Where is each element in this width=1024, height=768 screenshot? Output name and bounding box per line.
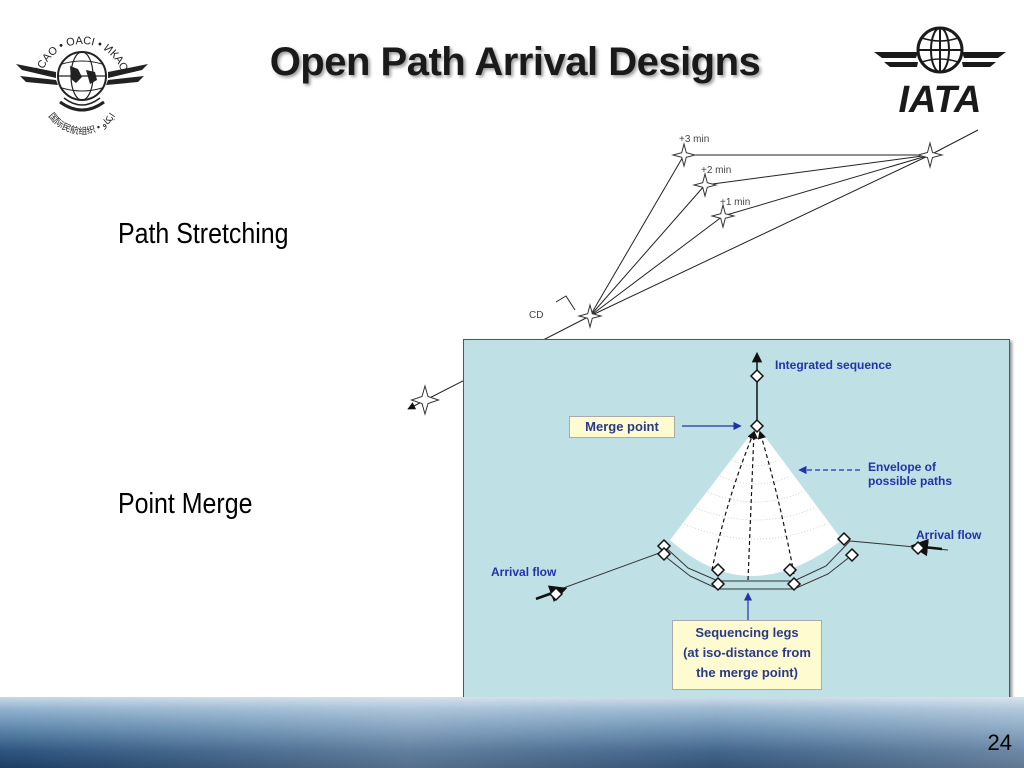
stretch-2-leg-a (704, 154, 931, 186)
bullet-point-merge: Point Merge (118, 488, 253, 520)
waypoint-star-cd (577, 303, 603, 329)
label-arrival-flow-left: Arrival flow (491, 565, 557, 579)
waypoint-bottom-2 (710, 576, 726, 592)
footer-haze (0, 697, 1024, 768)
icao-logo: ICAO • OACI • ИКАО 国际民航组织 • ايكاو (16, 35, 148, 136)
waypoint-arrival-left (548, 586, 564, 602)
cd-hook (555, 295, 576, 311)
bullet-path-stretching: Path Stretching (118, 218, 289, 250)
sequencing-leg-inner (661, 551, 857, 590)
label-integrated-sequence: Integrated sequence (775, 358, 892, 372)
label-envelope-line1: Envelope of (868, 460, 937, 474)
waypoint-left-2 (656, 546, 672, 562)
label-envelope-line2: possible paths (868, 474, 953, 488)
stretch-1-leg-b (589, 215, 724, 317)
waypoint-bottom-4 (786, 576, 802, 592)
stretch-3-leg-b (589, 154, 685, 317)
waypoint-bottom-1 (710, 562, 726, 578)
direct-to-path-1 (711, 430, 756, 571)
sequencing-leg-outer (663, 540, 851, 582)
envelope-sector (670, 426, 842, 576)
label-sequencing-line3: the merge point) (696, 665, 798, 680)
label-sequencing-line1: Sequencing legs (695, 625, 799, 640)
label-cd: CD (529, 310, 543, 321)
waypoint-star-plus1 (710, 203, 736, 229)
label-sequencing-legs-box: Sequencing legs (at iso-distance from th… (672, 620, 822, 690)
label-merge-point: Merge point (569, 416, 675, 438)
waypoint-bottom-3 (782, 562, 798, 578)
label-plus3-min: +3 min (679, 134, 709, 145)
route-entry-line (929, 129, 979, 156)
label-sequencing-line2: (at iso-distance from (683, 645, 811, 660)
waypoint-star-entry (916, 141, 944, 169)
iata-logo: IATA (874, 26, 1006, 120)
label-arrival-flow-right: Arrival flow (916, 528, 982, 542)
waypoint-star-exit (409, 384, 441, 416)
iata-logo-text: IATA (898, 79, 981, 120)
direct-to-path-2 (747, 430, 758, 581)
waypoint-arrival-right (910, 540, 926, 556)
stretch-2-leg-b (589, 184, 706, 317)
label-plus1-min: +1 min (720, 197, 750, 208)
footer-sky-band (0, 697, 1024, 768)
waypoint-integrated (749, 368, 765, 384)
point-merge-panel: Integrated sequence Merge point Envelope… (463, 339, 1010, 711)
label-plus2-min: +2 min (701, 165, 731, 176)
waypoint-merge-point (749, 418, 765, 434)
waypoint-star-plus2 (692, 172, 718, 198)
direct-to-path-3 (757, 430, 795, 575)
stretch-1-leg-a (722, 154, 931, 217)
waypoint-star-plus3 (671, 142, 697, 168)
direct-path (589, 154, 931, 317)
point-merge-diagram (535, 351, 949, 622)
waypoint-right-2 (844, 547, 860, 563)
page-number: 24 (987, 730, 1012, 755)
slide-title: Open Path Arrival Designs (269, 40, 761, 84)
waypoint-right-1 (836, 531, 852, 547)
